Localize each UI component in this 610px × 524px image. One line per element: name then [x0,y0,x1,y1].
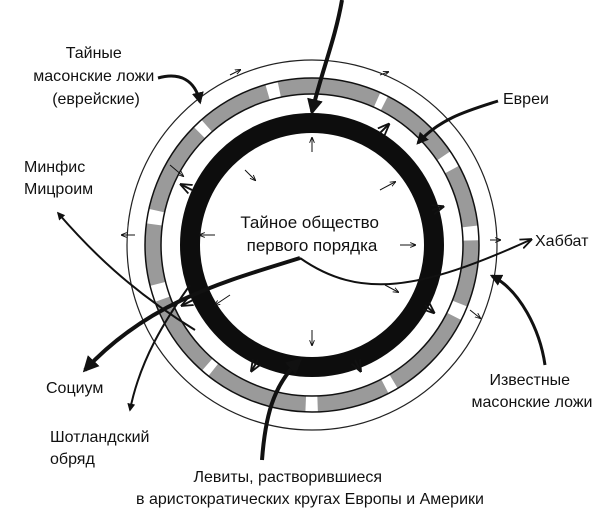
outer-ring [126,59,498,431]
inner-society-ring [180,113,444,377]
lodges-band-edge-outer [144,77,480,413]
secret-lodges-pointer [157,74,204,105]
levites-label: Левиты, растворившиеся в аристократическ… [136,469,484,508]
known-lodges-label: Известные масонские ложи [472,372,593,411]
known-lodges-pointer [489,274,547,366]
scottish-label: Шотландский обряд [50,429,154,468]
levites-pointer [260,357,303,461]
center-label: Тайное общество первого порядка [240,213,383,255]
minfis-pointer [56,211,196,331]
jews-label: Евреи [503,91,549,108]
lodges-band-edge-inner [160,93,464,397]
top-pointer-arrow [307,0,344,116]
secret-lodges-label: Тайные масонские ложи (еврейские) [33,45,158,108]
habbat-label: Хаббат [535,233,589,250]
lodges-band [145,78,479,412]
habbat-pointer [299,240,530,286]
minfis-label: Минфис Мицроим [24,159,93,198]
jews-pointer [416,99,499,145]
outward-arrows [182,125,442,370]
scottish-pointer [127,284,191,412]
socium-label: Социум [46,380,103,397]
socium-pointer [82,256,301,373]
inward-arrows [122,70,500,345]
